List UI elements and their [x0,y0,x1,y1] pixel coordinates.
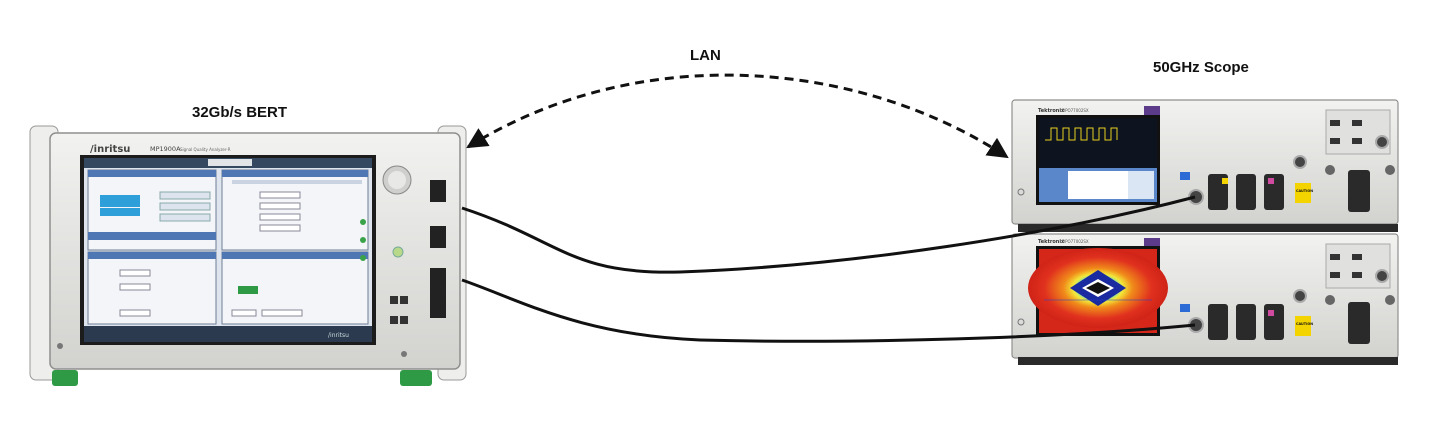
bert-brand: /inritsu [90,144,130,155]
scope-label: 50GHz Scope [1153,59,1249,76]
lan-label: LAN [690,47,721,64]
scope-top-model: DPO77002SX [1062,108,1089,113]
bert-model-sub: Signal Quality Analyzer-R [180,147,231,152]
bert-model: MP1900A [150,145,181,153]
bert-instrument: /inritsu MP1900A Signal Quality Analyzer… [29,125,467,386]
scope-unit-top: Tektronix DPO77002SX CAUTION [1011,99,1399,232]
cable-to-scope-top [461,195,1196,274]
scope-top-caution: CAUTION [1296,189,1313,193]
bert-label: 32Gb/s BERT [192,104,288,121]
scope-top-brand: Tektronix [1038,108,1065,114]
scope-bottom-brand: Tektronix [1038,239,1065,245]
bert-footer-brand: /inritsu [328,332,349,339]
cable-to-scope-bottom [461,278,1196,343]
scope-unit-bottom: Tektronix DPO77002SX CAUTION [1011,233,1399,365]
lan-connection [466,73,1009,159]
scope-bottom-model: DPO77002SX [1062,239,1089,244]
scope-bottom-caution: CAUTION [1296,322,1313,326]
